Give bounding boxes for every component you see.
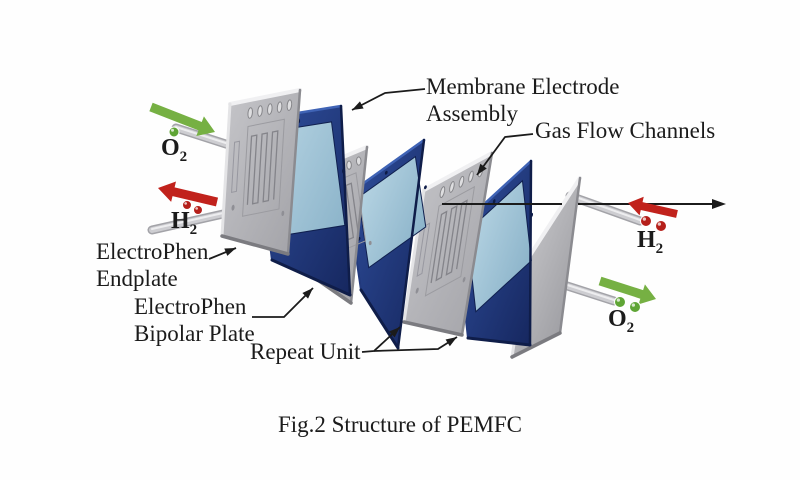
gas-flow-channels-leader-arrow xyxy=(476,133,534,176)
h2-outlet-arrow xyxy=(158,181,219,207)
endplate-leader-arrow xyxy=(208,247,237,260)
o2-inlet-label: O2 xyxy=(161,135,187,166)
gas-flow-channels-label: Gas Flow Channels xyxy=(535,118,716,143)
o2-inlet-dot xyxy=(168,126,180,138)
o2-outlet-symbol: O xyxy=(608,306,627,332)
o2-outlet-arrow xyxy=(598,276,656,305)
o2-inlet-subscript: 2 xyxy=(179,148,188,165)
h2-inlet-subscript: 2 xyxy=(655,240,664,257)
bipolar-plate-leader-arrow xyxy=(252,287,314,318)
h2-outlet-label: H2 xyxy=(171,208,197,239)
h2-outlet-symbol: H xyxy=(171,208,190,234)
o2-outlet-label: O2 xyxy=(608,306,634,337)
mea-label: Membrane Electrode Assembly xyxy=(426,74,620,126)
mea-plate-2 xyxy=(347,140,432,350)
o2-inlet-tube xyxy=(171,123,237,151)
o2-outlet-dot-2 xyxy=(629,301,641,313)
h2-inlet-tube xyxy=(565,191,645,226)
o2-inlet-arrow xyxy=(149,102,215,136)
o2-outlet-dot-1 xyxy=(614,296,626,308)
electrophen-bipolar-plate-label: ElectroPhen Bipolar Plate xyxy=(134,294,255,346)
h2-outlet-dot-2 xyxy=(193,205,203,215)
h2-inlet-dot-2 xyxy=(655,220,667,232)
electrophen-endplate-label: ElectroPhen Endplate xyxy=(96,239,209,291)
h2-outlet-subscript: 2 xyxy=(189,221,198,238)
figure-caption: Fig.2 Structure of PEMFC xyxy=(277,412,523,437)
endplate-left xyxy=(222,90,300,254)
o2-outlet-subscript: 2 xyxy=(626,319,635,336)
h2-inlet-label: H2 xyxy=(637,227,663,258)
repeat-unit-label: Repeat Unit xyxy=(250,339,361,364)
mea-leader-arrow xyxy=(351,88,426,111)
h2-outlet-tube xyxy=(147,207,237,235)
h2-outlet-dot-1 xyxy=(182,200,192,210)
h2-inlet-symbol: H xyxy=(637,227,656,253)
repeat-unit-leader-arrow-2 xyxy=(373,336,458,352)
o2-inlet-symbol: O xyxy=(161,135,180,161)
h2-inlet-arrow xyxy=(628,196,678,218)
h2-inlet-dot-1 xyxy=(640,215,652,227)
mea-plate-3 xyxy=(456,161,538,345)
